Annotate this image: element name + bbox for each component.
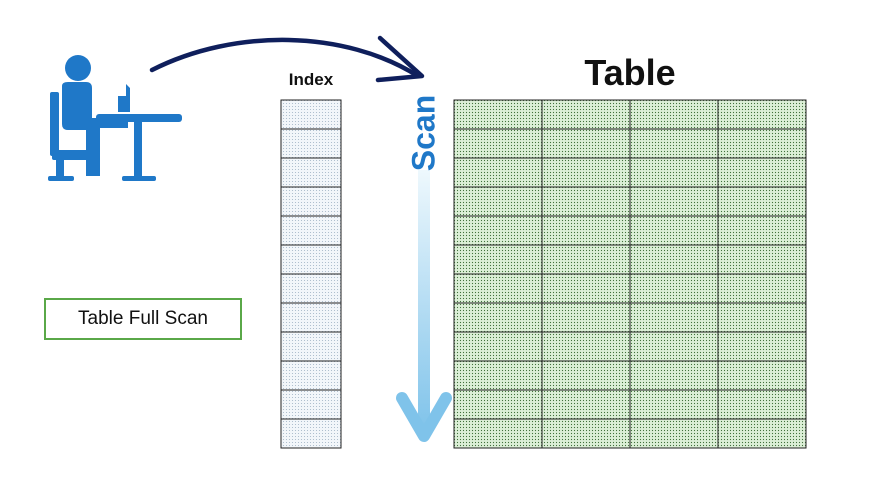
table-cell xyxy=(541,273,631,304)
table-cell xyxy=(717,389,807,420)
index-cell xyxy=(280,273,342,304)
table-cell xyxy=(629,418,719,449)
table-cell xyxy=(541,389,631,420)
table-cell xyxy=(629,360,719,391)
index-cell xyxy=(280,418,342,449)
index-cell xyxy=(280,302,342,333)
table-cell xyxy=(629,215,719,246)
table-cell xyxy=(453,215,543,246)
table-cell xyxy=(541,331,631,362)
table-cell xyxy=(629,128,719,159)
down-arrow-icon xyxy=(396,170,452,442)
table-cell xyxy=(541,244,631,275)
table-cell xyxy=(541,418,631,449)
table-cell xyxy=(717,360,807,391)
index-cell xyxy=(280,331,342,362)
table-cell xyxy=(629,186,719,217)
table-cell xyxy=(541,302,631,333)
table-cell xyxy=(629,331,719,362)
index-cell xyxy=(280,389,342,420)
table-cell xyxy=(717,273,807,304)
caption-text: Table Full Scan xyxy=(78,308,208,329)
table-cell xyxy=(541,99,631,130)
table-cell xyxy=(717,128,807,159)
index-cell xyxy=(280,157,342,188)
table-cell xyxy=(629,99,719,130)
table-cell xyxy=(453,128,543,159)
table-cell xyxy=(717,302,807,333)
table-cell xyxy=(541,215,631,246)
table-cell xyxy=(717,331,807,362)
table-cell xyxy=(629,244,719,275)
table-cell xyxy=(629,273,719,304)
table-cell xyxy=(453,273,543,304)
caption-box: Table Full Scan xyxy=(44,298,242,340)
scan-label: Scan xyxy=(405,94,442,172)
index-cell xyxy=(280,215,342,246)
table-cell xyxy=(717,186,807,217)
table-cell xyxy=(541,128,631,159)
index-cell xyxy=(280,244,342,275)
table-cell xyxy=(453,418,543,449)
table-cell xyxy=(453,186,543,217)
table-cell xyxy=(453,302,543,333)
table-cell xyxy=(453,244,543,275)
table-cell xyxy=(717,244,807,275)
table-cell xyxy=(453,99,543,130)
table-cell xyxy=(717,418,807,449)
table-cell xyxy=(629,389,719,420)
table-cell xyxy=(629,157,719,188)
table-cell xyxy=(541,157,631,188)
table-cell xyxy=(629,302,719,333)
curved-arrow-icon xyxy=(149,35,425,83)
index-cell xyxy=(280,99,342,130)
table-cell xyxy=(453,389,543,420)
person-at-desk-icon xyxy=(48,55,182,181)
table-cell xyxy=(541,360,631,391)
table-cell xyxy=(717,157,807,188)
index-column xyxy=(280,99,342,449)
table-cell xyxy=(717,99,807,130)
table-cell xyxy=(453,157,543,188)
table-cell xyxy=(717,215,807,246)
index-label: Index xyxy=(288,70,334,89)
table-cell xyxy=(453,360,543,391)
index-cell xyxy=(280,360,342,391)
index-cell xyxy=(280,186,342,217)
table-cell xyxy=(453,331,543,362)
table-title: Table xyxy=(584,52,676,93)
table-cell xyxy=(541,186,631,217)
table-grid xyxy=(453,99,807,449)
index-cell xyxy=(280,128,342,159)
